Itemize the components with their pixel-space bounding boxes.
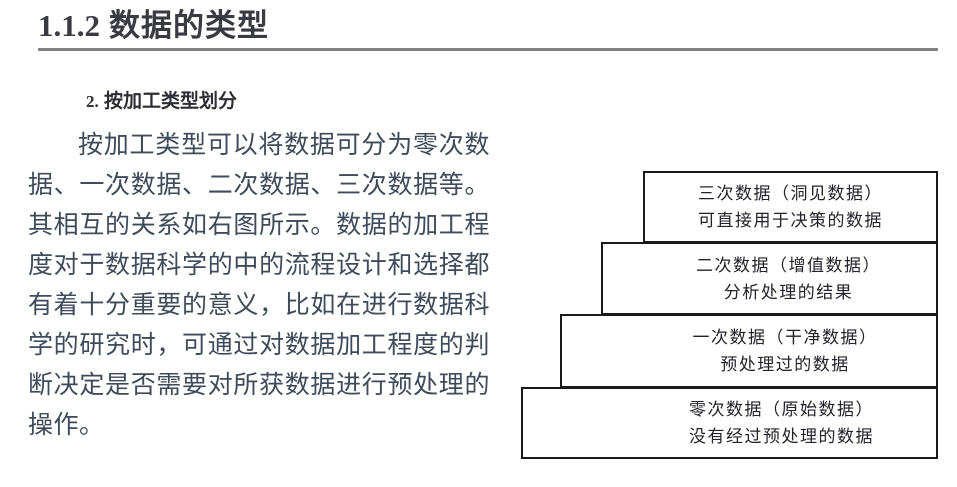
diagram-step-description: 没有经过预处理的数据 xyxy=(689,427,874,446)
diagram-step-title: 零次数据（原始数据） xyxy=(689,400,874,419)
diagram-step-primary-data[interactable]: 一次数据（干净数据） 预处理过的数据 xyxy=(560,314,938,388)
section-subheading-label: 按加工类型划分 xyxy=(104,91,238,112)
section-subheading-number: 2. xyxy=(86,92,99,111)
diagram-step-title: 二次数据（增值数据） xyxy=(696,255,881,275)
diagram-step-description: 可直接用于决策的数据 xyxy=(698,211,883,230)
page-title-number: 1.1.2 xyxy=(38,8,100,43)
diagram-step-description: 分析处理的结果 xyxy=(723,282,854,302)
diagram-step-title: 一次数据（干净数据） xyxy=(692,328,878,347)
diagram-step-description: 预处理过的数据 xyxy=(720,355,850,374)
heading-divider xyxy=(38,48,938,51)
diagram-step-title: 三次数据（洞见数据） xyxy=(698,184,883,203)
diagram-step-tertiary-data[interactable]: 三次数据（洞见数据） 可直接用于决策的数据 xyxy=(643,171,938,243)
page-title-text: 数据的类型 xyxy=(109,8,269,43)
diagram-step-zero-data[interactable]: 零次数据（原始数据） 没有经过预处理的数据 xyxy=(521,387,938,459)
article-body: 2. 按加工类型划分 按加工类型可以将数据可分为零次数据、一次数据、二次数据、三… xyxy=(28,88,490,445)
body-paragraph: 按加工类型可以将数据可分为零次数据、一次数据、二次数据、三次数据等。其相互的关系… xyxy=(28,131,490,439)
section-subheading: 2. 按加工类型划分 xyxy=(28,88,490,116)
page-title: 1.1.2 数据的类型 xyxy=(38,5,938,47)
diagram-step-secondary-data[interactable]: 二次数据（增值数据） 分析处理的结果 xyxy=(601,242,938,315)
